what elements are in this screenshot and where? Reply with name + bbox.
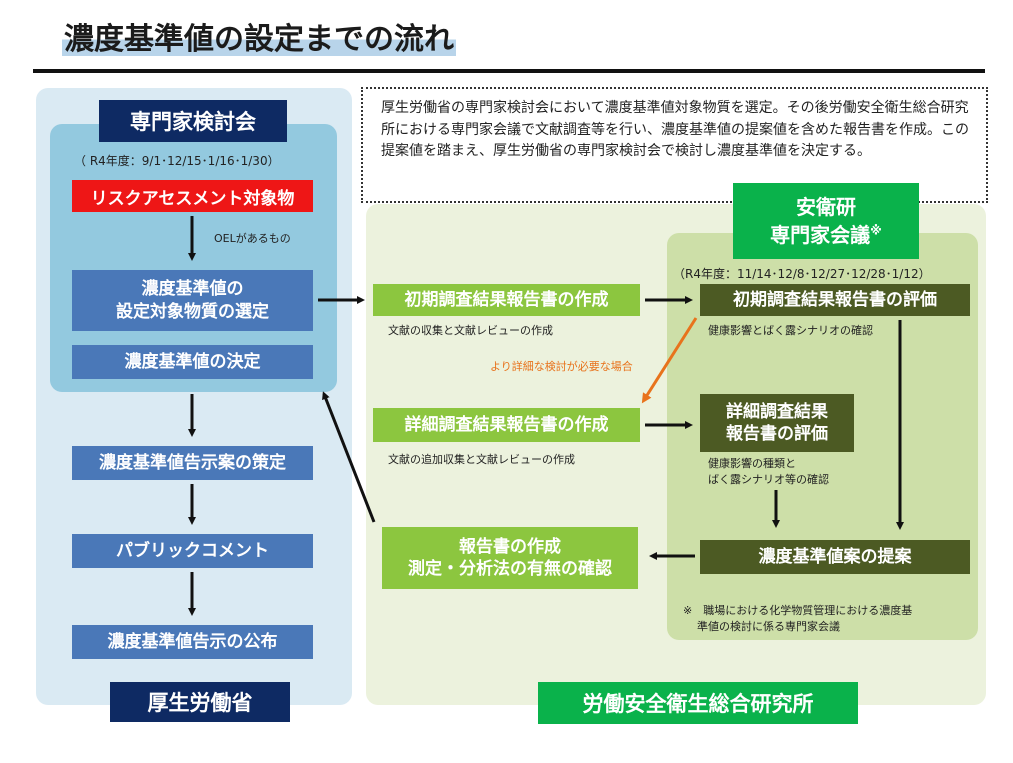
detail-eval-note: 健康影響の種類と ばく露シナリオ等の確認 [708, 456, 829, 488]
page-title: 濃度基準値の設定までの流れ [62, 14, 456, 58]
report-line2: 測定・分析法の有無の確認 [408, 559, 612, 579]
proposal-box: 濃度基準値案の提案 [700, 540, 970, 574]
council-dates: （R4年度：11/14･12/8･12/27･12/28･1/12） [673, 267, 931, 281]
public-comment-box: パブリックコメント [72, 534, 313, 568]
initial-eval-note: 健康影響とばく露シナリオの確認 [708, 324, 873, 337]
council-line2: 専門家会議 [770, 223, 871, 247]
detail-eval-note-line2: ばく露シナリオ等の確認 [708, 472, 829, 486]
risk-assessment-box: リスクアセスメント対象物 [72, 180, 313, 212]
detail-eval-line2: 報告書の評価 [726, 424, 828, 444]
detail-note: 文献の追加収集と文献レビューの作成 [388, 453, 575, 466]
arrow-orange-detail [641, 317, 698, 404]
committee-label: 専門家検討会 [99, 100, 287, 142]
notice-draft-box: 濃度基準値告示案の策定 [72, 446, 313, 480]
ministry-label: 厚生労働省 [110, 682, 290, 722]
report-box: 報告書の作成 測定・分析法の有無の確認 [382, 527, 638, 589]
description-text: 厚生労働省の専門家検討会において濃度基準値対象物質を選定。その後労働安全衛生総合… [381, 100, 969, 160]
detail-eval-line1: 詳細調査結果 [726, 401, 828, 422]
arrow-report-to-decision [322, 391, 376, 523]
detail-eval-box: 詳細調査結果 報告書の評価 [700, 394, 854, 452]
detail-report-box: 詳細調査結果報告書の作成 [373, 408, 640, 442]
selection-line2: 設定対象物質の選定 [116, 301, 269, 322]
report-line1: 報告書の作成 [459, 536, 561, 557]
council-line2-wrap: 専門家会議※ [770, 221, 882, 249]
institute-label: 労働安全衛生総合研究所 [538, 682, 858, 724]
detail-eval-note-line1: 健康影響の種類と [708, 457, 796, 470]
footnote-line2: 準値の検討に係る専門家会議 [697, 619, 840, 633]
council-line1: 安衛研 [796, 195, 856, 219]
footnote-line1: ※ 職場における化学物質管理における濃度基 [683, 604, 913, 617]
selection-line1: 濃度基準値の [141, 278, 244, 299]
publication-box: 濃度基準値告示の公布 [72, 625, 313, 659]
selection-box: 濃度基準値の 設定対象物質の選定 [72, 270, 313, 331]
footnote: ※ 職場における化学物質管理における濃度基 準値の検討に係る専門家会議 [683, 603, 912, 635]
title-underline [33, 69, 985, 73]
detail-needed-note: より詳細な検討が必要な場合 [490, 360, 633, 373]
council-label: 安衛研 専門家会議※ [733, 183, 919, 259]
decision-box: 濃度基準値の決定 [72, 345, 313, 379]
oel-note: OELがあるもの [214, 232, 291, 245]
initial-note: 文献の収集と文献レビューの作成 [388, 324, 553, 337]
initial-report-box: 初期調査結果報告書の作成 [373, 284, 640, 316]
committee-dates: （ R4年度：9/1･12/15･1/16･1/30） [74, 154, 280, 168]
initial-eval-box: 初期調査結果報告書の評価 [700, 284, 970, 316]
council-mark: ※ [870, 223, 882, 238]
